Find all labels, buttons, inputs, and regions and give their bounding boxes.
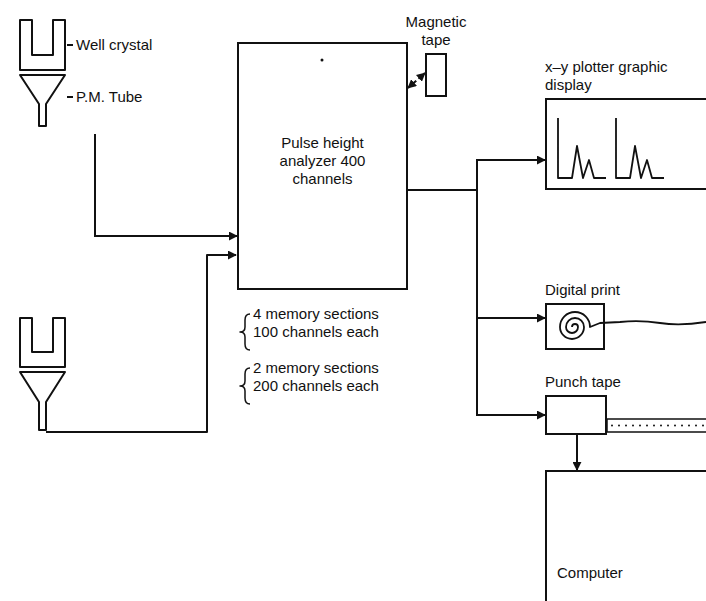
pm-tube [20,372,65,430]
node-text: Digital print [545,281,685,299]
punch-hole [618,425,620,427]
punch-hole [646,425,648,427]
computer-box: Computer [545,470,706,601]
punch-hole [681,425,683,427]
connector [408,160,545,190]
part-name: Well crystal [76,36,152,54]
node-text: Computer [557,564,623,582]
tape-box: Magnetic tape [425,53,447,97]
punch-hole [653,425,655,427]
punch-hole [695,425,697,427]
signal-wire [46,255,236,432]
node-text: Magnetic tape [394,13,478,49]
leader-line [67,44,73,46]
punch-hole [702,425,704,427]
memory-note: 2 memory sections [253,359,379,377]
memory-note: 200 channels each [253,377,379,395]
pm-tube-node: P.M. Tube [18,86,168,134]
node-text: Pulse height analyzer 400 channels [274,134,372,188]
print-box: Digital print [545,303,605,350]
punch-hole [639,425,641,427]
pm-tube [20,75,65,126]
bracket [240,314,250,350]
connector [408,190,545,415]
well-crystal [20,318,65,367]
punch-box: Punch tape [545,395,607,435]
memory-note: 4 memory sections [253,305,379,323]
bracket [240,368,250,404]
leader-line [67,96,73,98]
well-crystal [20,20,65,70]
node-text: Punch tape [545,373,685,391]
print-spiral [560,312,706,339]
punch-hole [667,425,669,427]
punch-hole [674,425,676,427]
punch-hole [611,425,613,427]
connector [408,73,425,88]
analyzer-box: Pulse height analyzer 400 channels [237,42,408,290]
indicator-dot [321,59,324,62]
punch-hole [625,425,627,427]
memory-note: 100 channels each [253,323,379,341]
punch-hole [660,425,662,427]
node-text: x–y plotter graphic display [545,58,671,94]
connector [576,435,578,470]
punch-hole [632,425,634,427]
connector [95,134,237,236]
punch-hole [688,425,690,427]
plot-trace [558,118,664,178]
punch-tape-strip [607,419,706,432]
node-text: P.M. Tube [76,88,142,106]
display-box: x–y plotter graphic display [545,98,706,190]
